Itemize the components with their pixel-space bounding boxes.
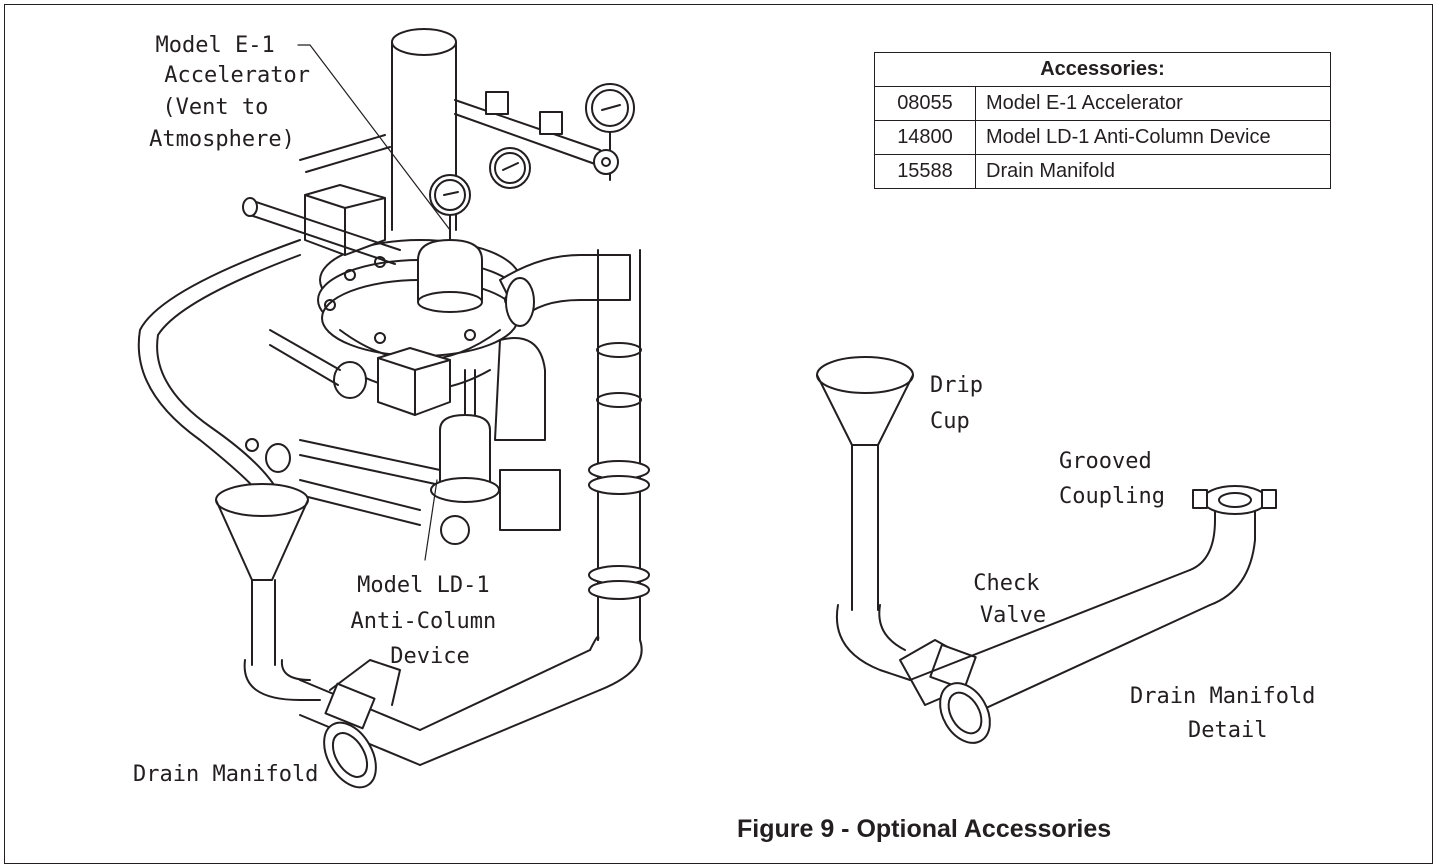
label-drain-manifold: Drain Manifold bbox=[133, 762, 318, 787]
part-number: 14800 bbox=[874, 120, 976, 155]
vertical-pipe-right bbox=[588, 249, 650, 641]
label-grooved-coupling: Grooved Coupling bbox=[1059, 449, 1165, 509]
trim-piping-top bbox=[242, 91, 601, 265]
accessories-table: Accessories: 08055 Model E-1 Accelerator… bbox=[874, 52, 1331, 189]
table-row: 14800 Model LD-1 Anti-Column Device bbox=[874, 120, 1331, 155]
part-number: 08055 bbox=[874, 86, 976, 121]
drain-hose bbox=[137, 239, 301, 501]
table-row: 08055 Model E-1 Accelerator bbox=[874, 86, 1331, 121]
gauge-right bbox=[585, 83, 635, 181]
pressure-switch-box bbox=[304, 184, 386, 256]
label-anti-column: Model LD-1 Anti-Column Device bbox=[351, 573, 510, 669]
valve-assembly bbox=[137, 28, 650, 789]
figure-caption: Figure 9 - Optional Accessories bbox=[737, 815, 1112, 843]
table-row: 15588 Drain Manifold bbox=[874, 154, 1331, 189]
label-check-valve: Check Valve bbox=[973, 571, 1052, 628]
drain-manifold-pipe bbox=[243, 635, 643, 789]
gauge-center bbox=[489, 147, 531, 189]
accelerator-device bbox=[417, 174, 483, 313]
outlet-elbow bbox=[499, 254, 631, 327]
leader-lines bbox=[297, 44, 451, 561]
table-title: Accessories: bbox=[874, 52, 1331, 87]
part-number: 15588 bbox=[874, 154, 976, 189]
label-accelerator: Model E-1 Accelerator bbox=[156, 33, 310, 88]
label-manifold-detail: Drain Manifold Detail bbox=[1130, 684, 1329, 743]
pressure-switch-box-lower bbox=[377, 347, 451, 416]
part-description: Model LD-1 Anti-Column Device bbox=[975, 120, 1331, 155]
figure-frame bbox=[4, 4, 1433, 864]
drain-manifold-detail bbox=[816, 356, 1277, 744]
table-header-row: Accessories: bbox=[874, 52, 1331, 87]
drip-cup bbox=[215, 483, 309, 666]
labels: Model E-1 Accelerator (Vent to Atmospher… bbox=[133, 33, 1329, 787]
label-drip-cup: Drip Cup bbox=[930, 373, 996, 434]
part-description: Drain Manifold bbox=[975, 154, 1331, 189]
label-vent: (Vent to Atmosphere) bbox=[149, 95, 295, 152]
part-description: Model E-1 Accelerator bbox=[975, 86, 1331, 121]
lower-trim bbox=[245, 329, 561, 531]
anti-column-device bbox=[430, 369, 500, 545]
